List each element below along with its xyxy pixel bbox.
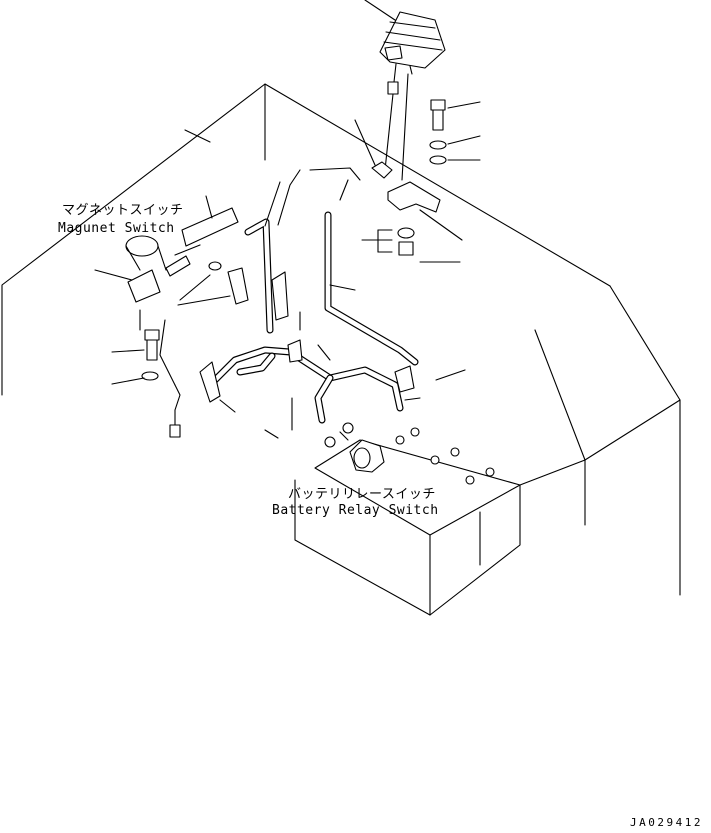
magnet-switch-label-jp: マグネットスイッチ <box>62 203 184 218</box>
machine-body-outline <box>1 83 681 596</box>
magnet-switch-label-en: Magunet Switch <box>58 221 175 236</box>
left-hardware <box>111 244 249 385</box>
magnet-switch <box>94 235 222 303</box>
battery-box <box>294 427 521 616</box>
leader-lines <box>184 129 466 439</box>
clamps <box>181 195 415 431</box>
right-hardware <box>354 99 481 256</box>
wire-harness <box>159 167 419 438</box>
battery-relay-switch-label-en: Battery Relay Switch <box>272 503 439 518</box>
control-box <box>364 0 446 181</box>
battery-relay-switch <box>324 422 385 473</box>
drawing-number: JA029412 <box>630 816 703 829</box>
battery-relay-switch-label-jp: バッテリリレースイッチ <box>288 487 436 502</box>
